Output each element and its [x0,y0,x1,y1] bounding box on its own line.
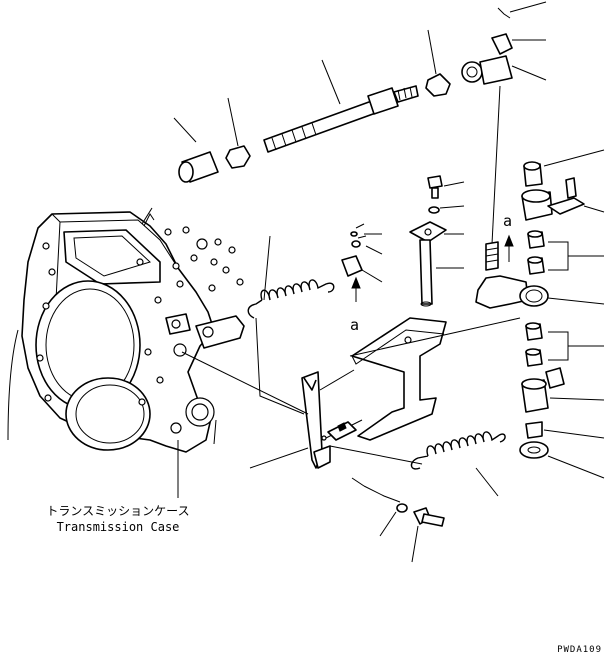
transmission-case [7,211,245,453]
reference-a-lower: a [350,276,361,334]
lower-spring [329,431,506,470]
lower-bolt [351,477,445,527]
reference-a-upper: a [503,212,514,262]
small-fasteners [341,175,447,307]
ref-label-a-upper: a [503,212,512,230]
lever-assembly [475,161,585,459]
case-label-en: Transmission Case [57,520,180,534]
adjuster-rod-assembly [178,7,513,245]
upper-spring [247,279,335,319]
bracket-plate [181,317,521,469]
case-label-jp: トランスミッションケース [46,504,189,518]
drawing-code: PWDA109 [557,645,602,655]
callout-leaders [141,1,605,563]
ref-label-a-lower: a [350,316,359,334]
